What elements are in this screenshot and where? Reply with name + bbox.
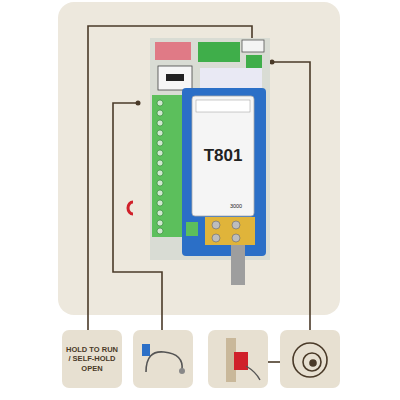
wire-dot (270, 60, 275, 65)
motor-connector (205, 217, 255, 245)
jumper (242, 40, 264, 52)
icon-box (280, 330, 340, 388)
connector-screws (212, 221, 240, 242)
terminal-strip (152, 95, 182, 237)
shaft (231, 245, 245, 285)
transformer (192, 96, 254, 216)
background-panel (58, 2, 340, 315)
box-label: HOLD TO RUN / SELF-HOLD OPEN (65, 345, 119, 373)
wire-dot (136, 101, 141, 106)
icon-box (133, 330, 193, 388)
coiled-cable-icon (293, 343, 327, 377)
part-name: T801 (196, 146, 250, 166)
sensor-cable-icon (142, 344, 185, 374)
wires (88, 26, 310, 362)
red-wire-loop (128, 202, 133, 214)
blue-module (182, 88, 266, 256)
icon-box (208, 330, 268, 388)
label-area (200, 68, 262, 90)
pcb (150, 38, 270, 260)
text-box: HOLD TO RUN / SELF-HOLD OPEN (62, 330, 122, 388)
small-terminal (186, 222, 198, 236)
top-connector (198, 42, 240, 62)
door-switch-icon (226, 338, 260, 382)
red-relay (155, 42, 191, 60)
switch (158, 66, 192, 90)
part-number: 3000 (222, 203, 250, 209)
fuse-label (196, 100, 250, 112)
small-connector (246, 55, 262, 69)
switch-slot (166, 74, 184, 81)
terminal-screws (157, 100, 163, 234)
